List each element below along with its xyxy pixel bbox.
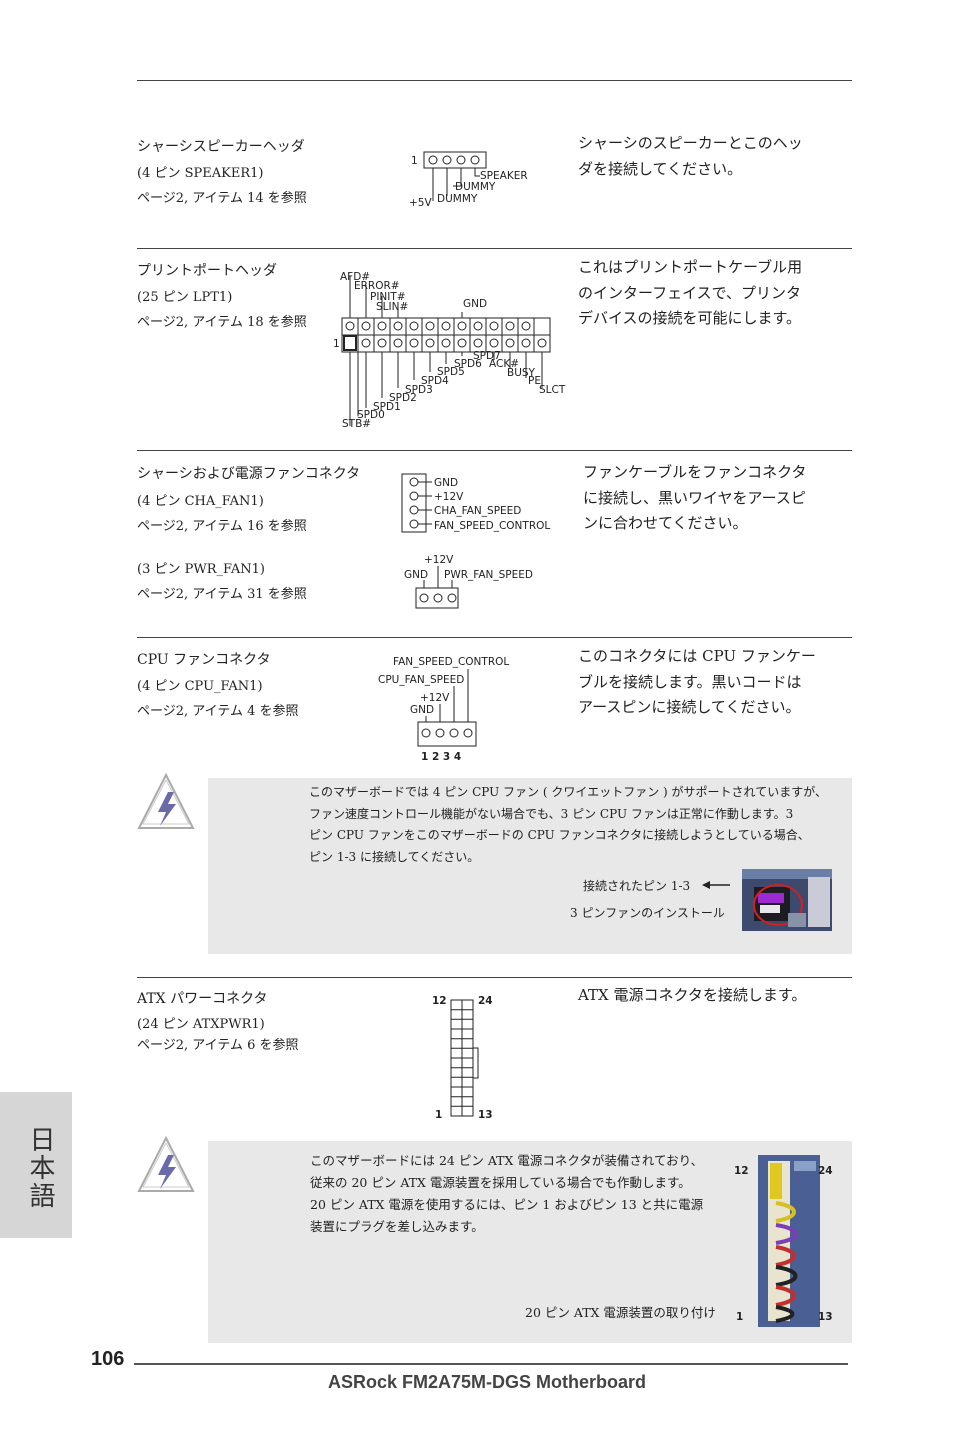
pwr-fan-header-diagram: +12V GND PWR_FAN_SPEED bbox=[404, 554, 533, 609]
svg-text:CHA_FAN_SPEED: CHA_FAN_SPEED bbox=[434, 505, 521, 517]
section-title: ATX パワーコネクタ bbox=[137, 991, 268, 1007]
svg-text:24: 24 bbox=[818, 1165, 833, 1177]
pin-info: (4 ピン SPEAKER1) bbox=[137, 166, 264, 181]
pin-info: (4 ピン CPU_FAN1) bbox=[137, 679, 263, 694]
page-reference: ページ2, アイテム 18 を参照 bbox=[137, 315, 307, 330]
warning-icon bbox=[137, 1135, 195, 1192]
svg-text:SPD3: SPD3 bbox=[405, 384, 433, 396]
install-caption: 3 ピンファンのインストール bbox=[570, 906, 725, 920]
svg-text:DUMMY: DUMMY bbox=[455, 181, 496, 193]
svg-text:1: 1 bbox=[333, 338, 340, 350]
svg-text:FAN_SPEED_CONTROL: FAN_SPEED_CONTROL bbox=[393, 656, 509, 668]
svg-text:SLIN#: SLIN# bbox=[376, 301, 408, 313]
page-reference: ページ2, アイテム 14 を参照 bbox=[137, 191, 307, 206]
pin-info-2: (3 ピン PWR_FAN1) bbox=[137, 562, 266, 577]
arrow-left-icon bbox=[702, 881, 730, 889]
svg-text:ERROR#: ERROR# bbox=[354, 280, 400, 292]
pin-caption: 接続されたピン 1-3 bbox=[583, 879, 691, 893]
svg-text:SPD5: SPD5 bbox=[437, 366, 465, 378]
product-name: ASRock FM2A75M-DGS Motherboard bbox=[328, 1372, 647, 1392]
speaker-header-diagram: 1 SPEAKER DUMMY +5V DUMMY bbox=[409, 151, 528, 208]
atx-install-photo: 12 24 1 13 bbox=[734, 1155, 833, 1327]
atx-note-text: このマザーボードには 24 ピン ATX 電源コネクタが装備されており、従来の … bbox=[310, 1153, 704, 1234]
top-rule bbox=[137, 80, 852, 81]
svg-text:DUMMY: DUMMY bbox=[437, 193, 478, 205]
svg-text:BUSY: BUSY bbox=[507, 367, 536, 379]
svg-text:GND: GND bbox=[434, 477, 458, 489]
section-divider bbox=[137, 450, 852, 451]
svg-text:+12V: +12V bbox=[434, 491, 464, 503]
svg-text:GND: GND bbox=[463, 298, 487, 310]
section-divider bbox=[137, 637, 852, 638]
svg-text:+12V: +12V bbox=[420, 692, 450, 704]
svg-text:1: 1 bbox=[736, 1311, 743, 1323]
svg-text:STB#: STB# bbox=[342, 418, 371, 430]
svg-text:12: 12 bbox=[734, 1165, 749, 1177]
pin-info: (4 ピン CHA_FAN1) bbox=[137, 494, 264, 509]
page-reference: ページ2, アイテム 16 を参照 bbox=[137, 519, 307, 534]
atx-note bbox=[208, 1141, 852, 1343]
svg-text:12: 12 bbox=[432, 995, 447, 1007]
svg-text:AFD#: AFD# bbox=[340, 271, 370, 283]
cpu-fan-note-text: このマザーボードでは 4 ピン CPU ファン ( クワイエットファン ) がサ… bbox=[309, 785, 827, 864]
page-reference-2: ページ2, アイテム 31 を参照 bbox=[137, 587, 307, 602]
svg-text:SPD7: SPD7 bbox=[473, 350, 501, 362]
atx-power-connector-diagram: 12 24 1 13 bbox=[432, 995, 493, 1121]
svg-text:SPD4: SPD4 bbox=[421, 375, 449, 387]
cpu-fan-header-diagram: FAN_SPEED_CONTROL CPU_FAN_SPEED +12V GND… bbox=[378, 656, 509, 763]
svg-text:GND: GND bbox=[404, 569, 428, 581]
section-divider bbox=[137, 248, 852, 249]
section-description: ATX 電源コネクタを接続します。 bbox=[578, 986, 807, 1004]
svg-text:1: 1 bbox=[411, 155, 418, 167]
section-description: これはプリントポートケーブル用のインターフェイスで、プリンタデバイスの接続を可能… bbox=[578, 258, 803, 327]
language-side-tab: 日本語 bbox=[0, 1092, 72, 1238]
warning-icon bbox=[137, 772, 195, 829]
pin-info: (25 ピン LPT1) bbox=[137, 290, 233, 305]
section-title: シャーシスピーカーヘッダ bbox=[137, 139, 305, 155]
svg-text:SPD0: SPD0 bbox=[357, 409, 385, 421]
svg-text:1: 1 bbox=[435, 1109, 442, 1121]
section-title: プリントポートヘッダ bbox=[137, 263, 277, 279]
language-label: 日本語 bbox=[25, 1126, 55, 1210]
svg-text:SLCT: SLCT bbox=[539, 384, 566, 396]
footer-rule bbox=[134, 1363, 848, 1365]
svg-text:PE: PE bbox=[528, 375, 541, 387]
page-number: 106 bbox=[91, 1348, 125, 1370]
svg-text:+12V: +12V bbox=[424, 554, 454, 566]
svg-text:SPD2: SPD2 bbox=[389, 392, 417, 404]
section-description: シャーシのスピーカーとこのヘッダを接続してください。 bbox=[578, 134, 803, 178]
section-divider bbox=[137, 977, 852, 978]
svg-text:13: 13 bbox=[478, 1109, 493, 1121]
svg-text:ACK#: ACK# bbox=[489, 358, 519, 370]
section-description: このコネクタには CPU ファンケーブルを接続します。黒いコードはアースピンに接… bbox=[578, 647, 816, 716]
svg-text:24: 24 bbox=[478, 995, 493, 1007]
page-reference: ページ2, アイテム 4 を参照 bbox=[137, 704, 299, 719]
cha-fan-header-diagram: GND +12V CHA_FAN_SPEED FAN_SPEED_CONTROL bbox=[401, 473, 550, 533]
section-title: CPU ファンコネクタ bbox=[137, 652, 271, 668]
svg-text:13: 13 bbox=[818, 1311, 833, 1323]
section-title: シャーシおよび電源ファンコネクタ bbox=[137, 466, 361, 482]
svg-text:GND: GND bbox=[410, 704, 434, 716]
atx-install-caption: 20 ピン ATX 電源装置の取り付け bbox=[525, 1305, 716, 1320]
svg-text:SPD6: SPD6 bbox=[454, 358, 482, 370]
svg-text:PWR_FAN_SPEED: PWR_FAN_SPEED bbox=[444, 569, 533, 581]
print-port-header-diagram: AFD# ERROR# PINIT# SLIN# GND 1 bbox=[333, 271, 566, 430]
fan-install-photo bbox=[742, 869, 832, 931]
svg-text:PINIT#: PINIT# bbox=[370, 291, 406, 303]
svg-text:CPU_FAN_SPEED: CPU_FAN_SPEED bbox=[378, 674, 464, 686]
svg-text:SPEAKER: SPEAKER bbox=[480, 170, 528, 182]
svg-text:SPD1: SPD1 bbox=[373, 401, 401, 413]
section-description: ファンケーブルをファンコネクタに接続し、黒いワイヤをアースピンに合わせてください… bbox=[583, 463, 807, 532]
svg-text:1 2 3 4: 1 2 3 4 bbox=[421, 751, 461, 763]
svg-text:FAN_SPEED_CONTROL: FAN_SPEED_CONTROL bbox=[434, 520, 550, 532]
pin-info: (24 ピン ATXPWR1) bbox=[137, 1017, 265, 1032]
page-reference: ページ2, アイテム 6 を参照 bbox=[137, 1038, 299, 1053]
svg-text:+5V: +5V bbox=[409, 197, 432, 208]
